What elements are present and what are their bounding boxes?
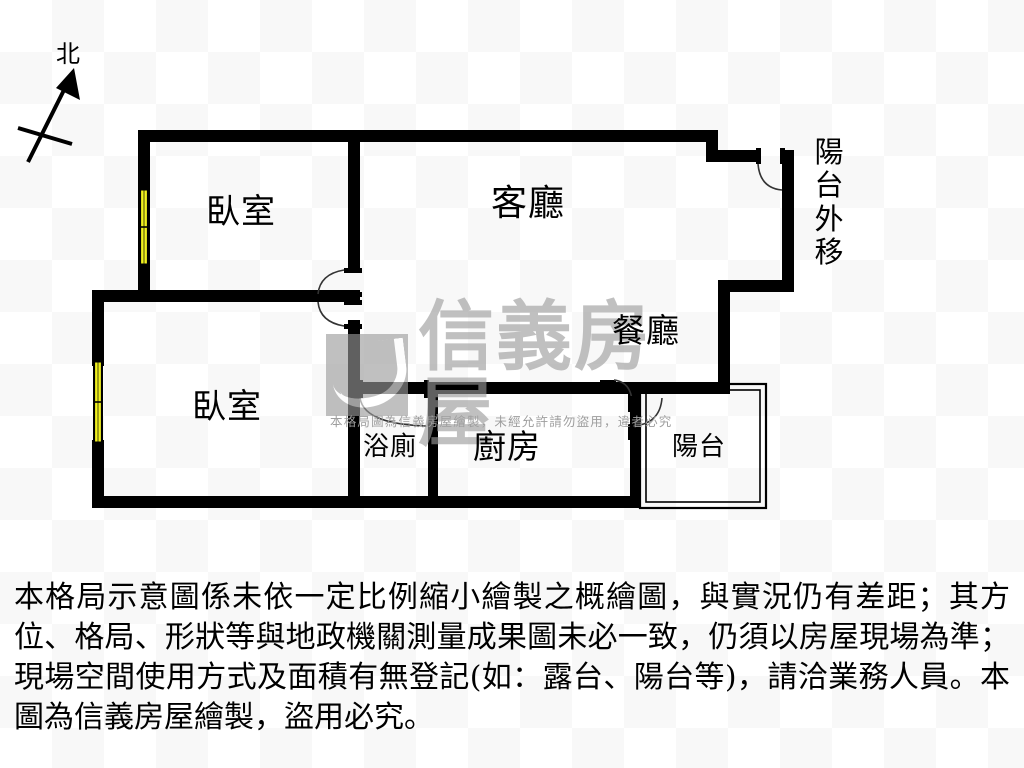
- room-label-bathroom: 浴廁: [363, 432, 418, 462]
- room-label-living-room: 客廳: [491, 183, 566, 224]
- room-label-kitchen: 廚房: [473, 427, 541, 466]
- door-bedroom-2-icon: [317, 300, 362, 329]
- balcony-outline: [638, 382, 768, 510]
- door-bedroom-1-icon: [317, 268, 362, 297]
- disclaimer-text: 本格局示意圖係未依一定比例縮小繪製之概繪圖，與實況仍有差距；其方位、格局、形狀等…: [14, 580, 1010, 735]
- compass-north-arrow-icon: [17, 68, 80, 163]
- window-bedroom-1-icon: [139, 188, 149, 266]
- annotation-balcony-relocated: 陽 台 外 移: [812, 135, 846, 270]
- door-balcony-icon: [628, 396, 663, 440]
- room-label-bedroom-1: 臥室: [206, 192, 276, 232]
- annotation-char-3: 外: [814, 201, 844, 236]
- door-entrance-icon: [756, 148, 785, 191]
- window-bedroom-2-icon: [93, 360, 103, 444]
- annotation-char-2: 台: [814, 168, 844, 203]
- floor-plan-svg: [92, 130, 794, 510]
- floor-plan-drawing: [92, 130, 794, 510]
- compass-north-label: 北: [56, 40, 80, 68]
- annotation-char-1: 陽: [814, 135, 844, 169]
- room-label-dining-room: 餐廳: [612, 311, 680, 350]
- room-label-bedroom-2: 臥室: [192, 387, 262, 427]
- room-label-balcony: 陽台: [672, 432, 727, 462]
- annotation-char-4: 移: [814, 235, 844, 270]
